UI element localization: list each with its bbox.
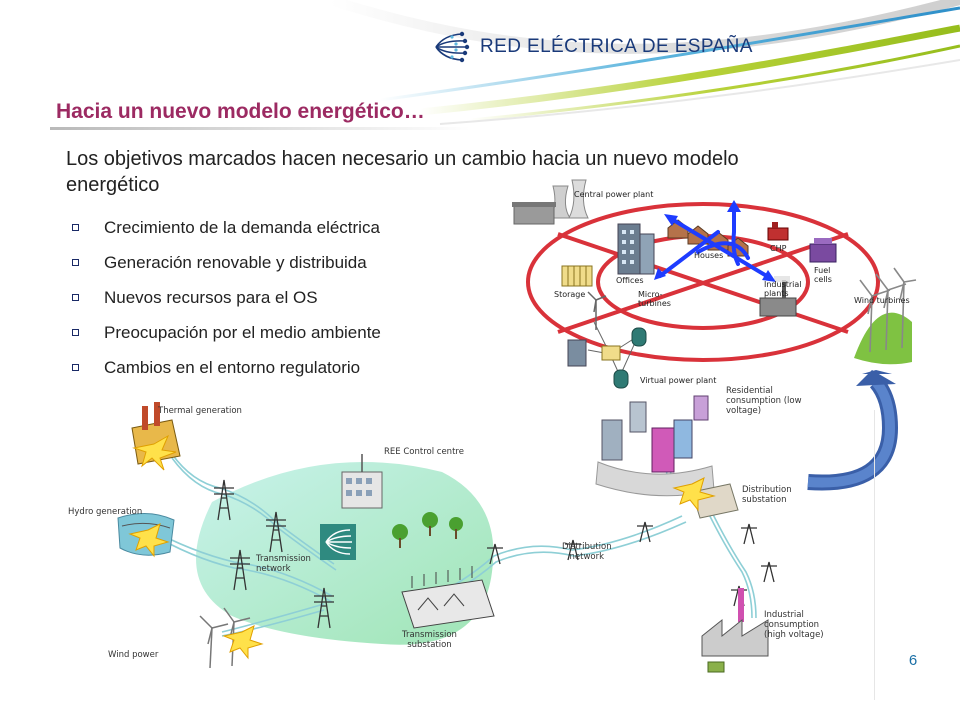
arrow-nw-icon	[664, 214, 678, 226]
square-bullet-icon	[72, 294, 79, 301]
storage-icon	[561, 265, 593, 287]
bullet-text: Preocupación por el medio ambiente	[104, 322, 381, 342]
bullet-item: Generación renovable y distribuida	[72, 245, 381, 280]
bullet-text: Crecimiento de la demanda eléctrica	[104, 217, 380, 237]
hydro-plant-icon	[117, 513, 175, 558]
label-industrial-plants: Industrial plants	[764, 280, 802, 298]
wind-power-icon	[199, 607, 264, 669]
arrow-sw-icon	[654, 268, 666, 280]
grid-illustration	[117, 395, 777, 673]
bullet-text: Cambios en el entorno regulatorio	[104, 357, 361, 377]
bullet-list: Crecimiento de la demanda eléctrica Gene…	[72, 210, 381, 385]
arrow-up-icon	[727, 200, 741, 212]
slide-edge-divider	[874, 410, 875, 700]
label-control-centre: REE Control centre	[384, 447, 464, 457]
label-distribution-substation: Distribution substation	[742, 485, 792, 505]
arrow-se-icon	[762, 270, 776, 282]
label-offices: Offices	[616, 276, 644, 285]
label-wind-turbines: Wind turbines	[854, 296, 910, 305]
vpp-illustration	[512, 179, 917, 389]
industrial-plant-icon	[759, 276, 797, 317]
label-chp: CHP	[770, 244, 787, 253]
square-bullet-icon	[72, 259, 79, 266]
square-bullet-icon	[72, 224, 79, 231]
fuel-cells-icon	[809, 238, 837, 263]
thermal-plant-icon	[131, 402, 181, 471]
label-residential-consumption: Residential consumption (low voltage)	[726, 386, 802, 416]
bullet-item: Preocupación por el medio ambiente	[72, 315, 381, 350]
micro-turbine-icon	[587, 291, 607, 330]
label-storage: Storage	[554, 290, 586, 299]
curved-transition-arrow-icon	[807, 370, 899, 491]
slide-title: Hacia un nuevo modelo energético…	[56, 100, 425, 123]
residential-buildings-icon	[595, 395, 715, 497]
label-wind-power: Wind power	[108, 650, 159, 660]
distribution-substation-icon	[672, 477, 739, 519]
square-bullet-icon	[72, 329, 79, 336]
bullet-item: Cambios en el entorno regulatorio	[72, 350, 381, 385]
bullet-item: Crecimiento de la demanda eléctrica	[72, 210, 381, 245]
central-power-plant-icon	[512, 179, 589, 225]
label-fuel-cells: Fuel cells	[814, 266, 832, 284]
bullet-text: Nuevos recursos para el OS	[104, 287, 318, 307]
electricity-grid-diagram: Thermal generation Hydro generation Wind…	[62, 386, 842, 682]
label-distribution-network: Distribution network	[562, 542, 612, 562]
lead-paragraph: Los objetivos marcados hacen necesario u…	[66, 148, 739, 196]
label-thermal-generation: Thermal generation	[158, 406, 242, 416]
ree-logo-badge-icon	[320, 524, 356, 560]
chp-icon	[767, 222, 789, 241]
office-buildings-icon	[617, 223, 655, 275]
label-micro-turbines: Micro- turbines	[638, 290, 671, 308]
square-bullet-icon	[72, 364, 79, 371]
power-flow-arrows	[658, 204, 772, 280]
label-virtual-power-plant: Virtual power plant	[640, 376, 717, 385]
virtual-power-plant-diagram: Central power plant Houses CHP Offices S…	[498, 172, 918, 404]
vpp-network-icon	[567, 321, 647, 389]
label-transmission-network: Transmission network	[256, 554, 311, 574]
brand-logo: RED ELÉCTRICA DE ESPAÑA	[432, 28, 753, 66]
transmission-substation-icon	[401, 566, 495, 629]
label-industrial-consumption: Industrial consumption (high voltage)	[764, 610, 824, 640]
bullet-item: Nuevos recursos para el OS	[72, 280, 381, 315]
bullet-text: Generación renovable y distribuida	[104, 252, 367, 272]
label-central-power-plant: Central power plant	[574, 190, 654, 199]
trees-icon	[392, 512, 463, 548]
label-transmission-substation: Transmission substation	[402, 630, 457, 650]
brand-name: RED ELÉCTRICA DE ESPAÑA	[480, 36, 753, 57]
label-houses: Houses	[694, 251, 724, 260]
label-hydro-generation: Hydro generation	[68, 507, 143, 517]
industrial-factory-icon	[701, 588, 769, 673]
control-centre-icon	[341, 454, 383, 509]
slide-number: 6	[908, 652, 918, 669]
ree-logo-icon	[435, 31, 470, 63]
wind-turbines-icon	[854, 267, 917, 365]
title-underline	[50, 127, 470, 130]
